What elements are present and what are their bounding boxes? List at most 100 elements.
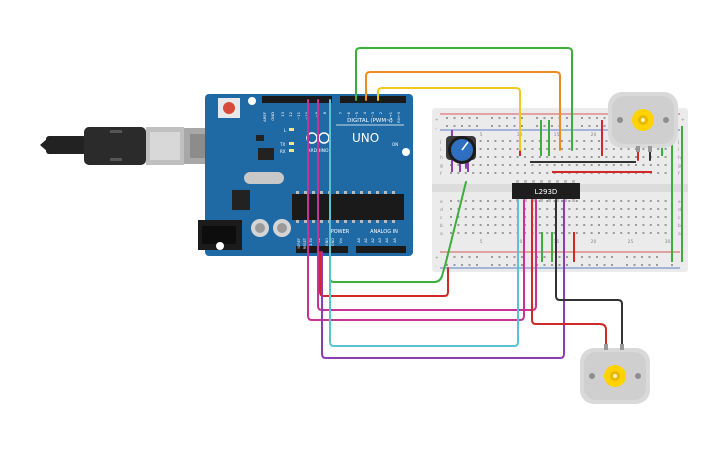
pin-label: A4 (385, 237, 389, 242)
row-letter: b (440, 223, 443, 229)
pin-label: ~11 (296, 111, 301, 120)
pin-label: ~5 (354, 111, 359, 117)
pin-label: GND (331, 238, 335, 246)
column-number: 25 (628, 239, 634, 245)
atmega-chip (292, 194, 404, 220)
pin-label: AREF (262, 112, 267, 122)
pin-label: RESET (303, 237, 307, 249)
rail-minus-bottom: - (435, 265, 437, 270)
pin-label: A5 (393, 238, 397, 243)
gear-icon (632, 109, 654, 131)
rail-minus-top: - (435, 127, 437, 132)
led-l-label: L (284, 128, 287, 133)
column-number: 30 (665, 239, 671, 245)
analog-label: ANALOG IN (370, 229, 398, 235)
on-label: ON (392, 142, 398, 147)
row-letter: j (677, 139, 679, 145)
column-number: 10 (517, 239, 523, 245)
row-letter: g (678, 164, 681, 169)
wire-red-motor2 (531, 199, 607, 347)
pin-label: GND (270, 112, 275, 121)
wire-black-motor2 (555, 199, 623, 347)
top-header-right[interactable] (340, 96, 406, 103)
wire-cyan (329, 99, 519, 347)
analog-header[interactable] (356, 246, 406, 253)
column-number: 20 (591, 239, 597, 245)
led-rx-label: RX (280, 149, 286, 154)
pin-label: RX←0 (396, 111, 401, 122)
row-letter: d (440, 207, 443, 213)
column-number: 15 (554, 132, 560, 138)
row-letter: f (440, 171, 442, 177)
row-letter: d (678, 207, 681, 213)
power-header[interactable] (296, 246, 348, 253)
pin-label: ~6 (346, 111, 351, 117)
power-label: POWER (331, 229, 350, 235)
potentiometer-icon[interactable] (446, 130, 476, 172)
row-letter: h (678, 155, 681, 161)
pin-label: 4 (362, 111, 367, 114)
crystal (244, 172, 284, 184)
row-letter: i (678, 147, 679, 153)
wire-magenta-1 (307, 99, 525, 321)
row-letter: c (678, 216, 681, 221)
pin-label: A3 (378, 238, 382, 243)
row-letter: e (440, 200, 443, 205)
column-number: 20 (591, 132, 597, 138)
pin-label: 13 (280, 111, 285, 116)
pin-label: ~9 (314, 111, 319, 117)
chip-label: L293D (535, 188, 558, 196)
gear-icon (604, 365, 626, 387)
row-letter: j (439, 139, 441, 145)
row-letter: f (678, 171, 680, 177)
l293d-driver-chip[interactable]: L293D (512, 180, 580, 202)
pin-label: IOREF (297, 238, 301, 248)
rail-plus-top: + (435, 117, 439, 123)
wire-green-pin7 (355, 47, 573, 151)
usb-chip (258, 148, 274, 160)
row-letter: b (678, 223, 681, 229)
pin-label: A0 (357, 238, 361, 243)
row-letter: a (440, 232, 443, 237)
wire-red-5v (319, 251, 449, 297)
pin-label: 7 (338, 111, 343, 114)
pin-label: GND (325, 238, 329, 246)
row-letter: c (440, 216, 443, 221)
pin-label: 3.3V (309, 237, 313, 246)
regulator (232, 190, 250, 210)
row-letter: i (440, 147, 441, 153)
wire-orange-pin5 (365, 71, 561, 151)
led-tx-label: TX (279, 142, 285, 147)
pin-label: 12 (288, 111, 293, 116)
column-number: 5 (480, 132, 483, 138)
rail-plus-bottom: + (435, 255, 439, 261)
pin-label: ~10 (304, 111, 309, 120)
row-letter: g (440, 164, 443, 169)
rail-plus-top-right: + (681, 117, 685, 123)
pin-label: Vin (339, 238, 343, 244)
row-letter: a (678, 232, 681, 237)
model-label: UNO (352, 131, 379, 145)
pin-label: A2 (371, 238, 375, 243)
pin-label: 2 (378, 111, 383, 114)
dc-motor-icon[interactable] (580, 344, 650, 404)
pin-label: A1 (364, 238, 368, 243)
pin-label: TX→1 (388, 111, 393, 123)
wire-yellow-pin3 (377, 87, 521, 151)
arduino-uno-board[interactable]: DIGITAL (PWM~) UNO ARDUINO ON L TX RX PO… (198, 94, 413, 256)
dc-motor-icon[interactable] (608, 92, 678, 152)
digital-label: DIGITAL (PWM~) (347, 118, 393, 124)
wire-purple-1 (321, 199, 565, 359)
wire-magenta-2 (317, 99, 537, 311)
pin-label: ~3 (370, 111, 375, 117)
column-number: 5 (480, 239, 483, 245)
pin-label: 8 (322, 111, 327, 114)
top-header-left[interactable] (262, 96, 332, 103)
row-letter: h (440, 155, 443, 161)
row-letter: e (678, 200, 681, 205)
